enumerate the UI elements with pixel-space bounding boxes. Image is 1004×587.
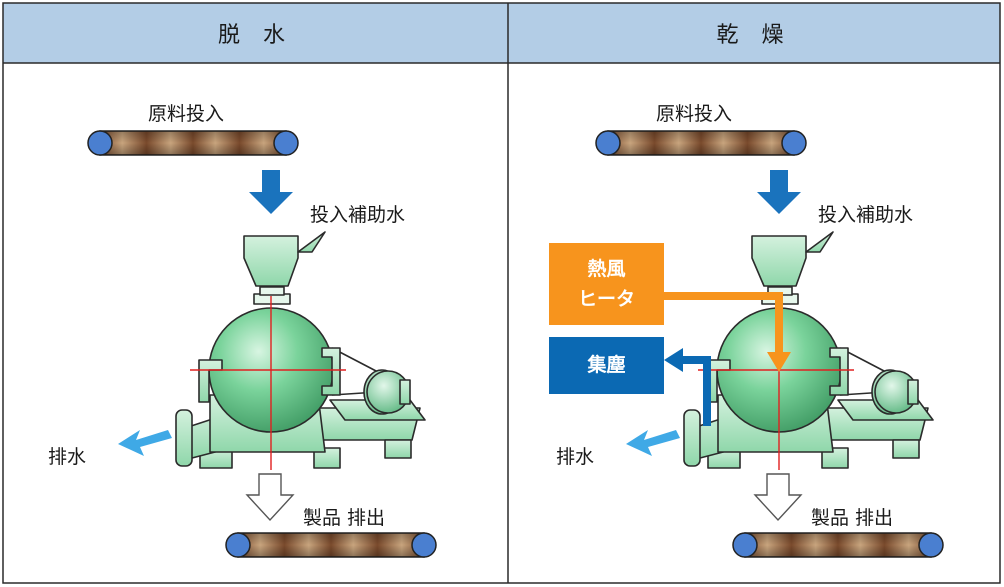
dust-collector-box: 集塵	[549, 337, 664, 394]
panel-drying-graphics	[595, 130, 944, 558]
dust-arrowhead	[664, 348, 683, 372]
product-arrow	[754, 473, 802, 521]
product-discharge-label: 製品 排出	[303, 507, 386, 529]
assist-water-label: 投入補助水	[818, 204, 914, 226]
hot-air-arrowhead	[767, 352, 791, 372]
input-conveyor	[595, 130, 807, 156]
output-conveyor	[225, 532, 437, 558]
panel-dewatering-graphics	[87, 130, 437, 558]
heater-line2: ヒータ	[577, 288, 635, 310]
raw-material-label: 原料投入	[656, 103, 733, 125]
assist-water-label: 投入補助水	[310, 204, 406, 226]
dust-label: 集塵	[587, 354, 626, 377]
header-dewatering: 脱 水	[218, 23, 293, 48]
input-conveyor	[87, 130, 299, 156]
input-arrow	[249, 170, 293, 214]
hot-air-line	[664, 292, 783, 355]
drain-label: 排水	[556, 446, 595, 468]
product-arrow	[246, 473, 294, 521]
drain-arrow	[118, 430, 172, 456]
header-drying: 乾 燥	[716, 23, 792, 48]
output-conveyor	[732, 532, 944, 558]
centrifuge-machine	[683, 231, 934, 471]
product-discharge-label: 製品 排出	[811, 507, 894, 529]
drain-arrow	[626, 430, 680, 456]
drain-label: 排水	[48, 446, 87, 468]
dust-line	[680, 356, 711, 426]
raw-material-label: 原料投入	[148, 103, 225, 125]
centrifuge-machine	[175, 231, 426, 471]
input-arrow	[757, 170, 801, 214]
hot-air-heater-box: 熱風 ヒータ	[549, 243, 664, 325]
header-background	[3, 3, 1000, 63]
heater-line1: 熱風	[587, 257, 626, 280]
